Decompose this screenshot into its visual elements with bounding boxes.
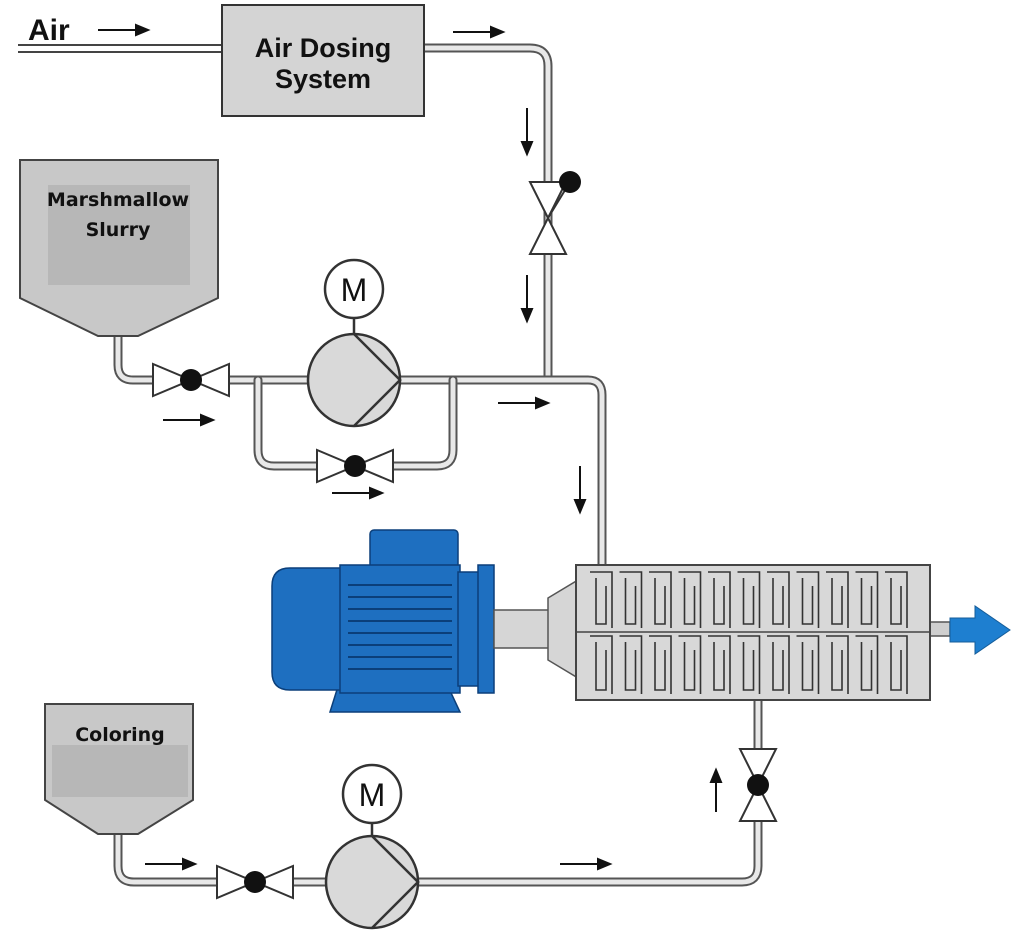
- coloring-hopper: Coloring: [44, 703, 194, 835]
- mixer-tooth: [590, 571, 613, 628]
- flow-arrows: [98, 23, 723, 871]
- flow-arrow-right: [145, 857, 198, 871]
- mixer-tooth: [708, 635, 731, 694]
- air-down-pipe: [420, 43, 553, 385]
- flow-arrow-right: [332, 486, 385, 500]
- flow-arrow-right: [163, 413, 216, 427]
- coloring-pump-motor: [341, 763, 403, 825]
- aeration-mixer-head: [575, 564, 931, 701]
- air-dosing-box: [221, 4, 425, 117]
- mixer-tooth: [855, 635, 879, 694]
- mixer-tooth: [885, 571, 908, 628]
- flow-arrow-right: [498, 396, 551, 410]
- shaft-coupling: [493, 578, 579, 680]
- air-dosing-system: Air Dosing System: [221, 4, 425, 117]
- slurry-motor-label: M: [341, 272, 368, 308]
- mixer-tooth: [678, 571, 702, 628]
- mixer-tooth: [619, 571, 643, 628]
- mixer-tooth: [826, 635, 849, 694]
- flow-arrow-down: [520, 275, 534, 324]
- mixer-tooth: [796, 571, 820, 628]
- coloring-injection-valve: [738, 748, 778, 822]
- air-dosing-label-line1: Air Dosing: [255, 33, 392, 63]
- flow-arrow-right: [453, 25, 506, 39]
- mixer-tooth: [590, 635, 613, 694]
- mixer-tooth: [885, 635, 908, 694]
- mixer-tooth: [796, 635, 820, 694]
- slurry-label-line1: Marshmallow: [47, 189, 189, 211]
- mixer-tooth: [708, 571, 731, 628]
- mixer-tooth: [649, 635, 672, 694]
- flow-arrow-down: [573, 466, 587, 515]
- mixer-tooth: [767, 571, 790, 628]
- flow-arrow-up: [709, 767, 723, 812]
- flow-arrow-right: [98, 23, 151, 37]
- mixer-teeth: [590, 571, 908, 694]
- mixer-tooth: [826, 571, 849, 628]
- slurry-valve: [152, 362, 230, 398]
- output-flow-arrow: [949, 605, 1011, 655]
- mixer-tooth: [619, 635, 643, 694]
- coloring-pump: M: [324, 763, 420, 930]
- bypass-valve: [316, 448, 394, 484]
- slurry-pump: M: [306, 258, 402, 428]
- coloring-label: Coloring: [75, 724, 165, 746]
- mixer-tooth: [649, 571, 672, 628]
- coloring-motor-label: M: [359, 777, 386, 813]
- mixer-tooth: [767, 635, 790, 694]
- output-shaft: [929, 621, 951, 637]
- coloring-pipe: [113, 695, 763, 887]
- air-label: Air: [28, 14, 70, 47]
- mixer-tooth: [737, 571, 761, 628]
- mixer-drive-motor: [271, 529, 495, 713]
- mixer-tooth: [678, 635, 702, 694]
- coloring-valve: [216, 864, 294, 900]
- marshmallow-slurry-hopper: Marshmallow Slurry: [19, 159, 219, 337]
- air-dosing-label-line2: System: [275, 64, 371, 94]
- mixer-tooth: [855, 571, 879, 628]
- mixer-tooth: [737, 635, 761, 694]
- slurry-pump-motor: [323, 258, 385, 320]
- flow-arrow-down: [520, 108, 534, 157]
- slurry-label-line2: Slurry: [86, 219, 151, 241]
- air-control-valve: [528, 171, 581, 255]
- flow-arrow-right: [560, 857, 613, 871]
